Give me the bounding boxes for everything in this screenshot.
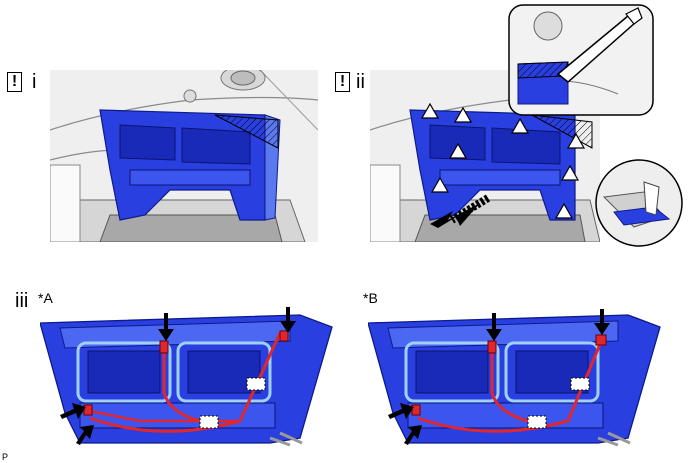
arrow-icon <box>430 203 480 228</box>
variant-a-illustration <box>40 307 333 447</box>
clip-triangle-icon <box>420 102 586 219</box>
step2-label: ii <box>356 71 365 93</box>
arrow-icon <box>388 309 610 445</box>
warning-icon-step1: ! <box>7 72 22 92</box>
magnifier-callout-icon <box>508 4 654 116</box>
variant-b-illustration <box>368 309 661 447</box>
arrow-icon <box>60 307 296 445</box>
step1-illustration <box>50 70 318 242</box>
variant-b-label: *B <box>363 290 378 306</box>
clip-detail-callout <box>595 159 683 247</box>
step3-label: iii <box>15 290 29 312</box>
step1-label: i <box>32 71 37 93</box>
warning-icon-step2: ! <box>335 72 350 92</box>
footer-code: P <box>2 452 9 462</box>
variant-a-label: *A <box>38 290 53 306</box>
